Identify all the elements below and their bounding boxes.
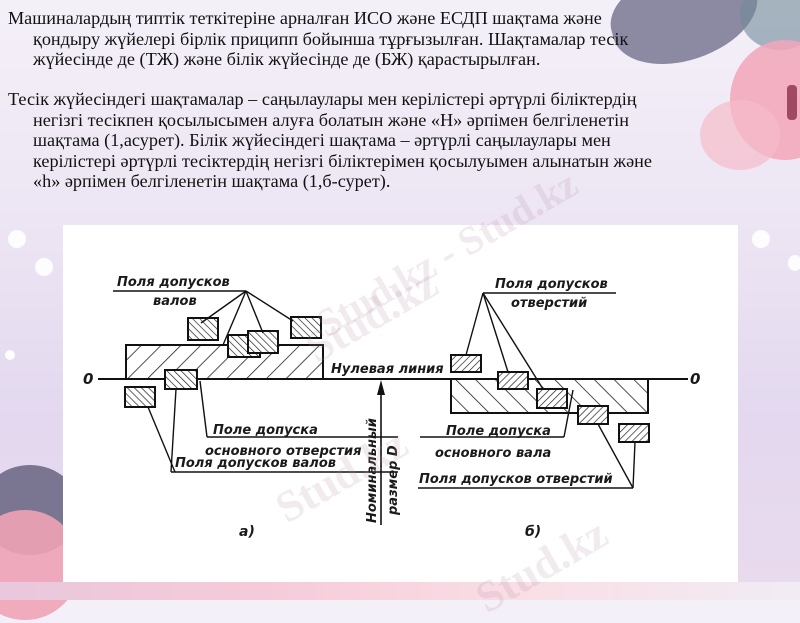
shaft-fields-label-top-2: валов <box>153 294 197 309</box>
paragraph-line: шақтама (1,асурет). Білік жүйесіндегі ша… <box>33 130 611 150</box>
caption-a: а) <box>239 524 255 540</box>
paragraph-line: негізгі тесікпен қосылысымен алуға болат… <box>33 109 629 130</box>
hole-fields-label-top-2: отверстий <box>511 296 587 311</box>
bottom-band-decoration <box>0 582 800 600</box>
nominal-size-label-2: размер D <box>386 445 401 516</box>
basic-shaft-label-2: основного вала <box>435 446 551 461</box>
shaft-field <box>164 369 198 390</box>
dot-decoration <box>5 350 15 360</box>
nominal-size-label-1: Номинальный <box>365 418 380 523</box>
paragraph-line: Машиналардың типтік теткітеріне арналған… <box>8 8 602 28</box>
zero-line-label: Нулевая линия <box>331 362 444 377</box>
zero-label-a: 0 <box>83 370 93 388</box>
hole-field <box>497 371 529 390</box>
basic-hole-field <box>125 344 324 380</box>
shaft-field <box>247 330 279 354</box>
paragraph-line: жүйесінде де (ТЖ) және білік жүйесінде д… <box>33 49 541 69</box>
caption-b: б) <box>525 524 541 540</box>
dot-decoration <box>752 230 770 248</box>
basic-shaft-label-1: Поле допуска <box>446 424 551 439</box>
shaft-fields-label-bottom: Поля допусков валов <box>175 456 336 471</box>
hole-field <box>536 388 568 409</box>
diagram-part-b: 0 Поля допусков отверстий Поле допуска <box>418 277 700 540</box>
dot-decoration <box>35 258 53 276</box>
hole-fields-label-top: Поля допусков <box>495 277 608 292</box>
paragraph-line: «һ» әрпімен белгіленетін шақтама (1,б-су… <box>33 171 391 191</box>
shaft-field <box>290 316 322 339</box>
dot-decoration <box>788 255 800 271</box>
paragraph-system-overview: Машиналардың типтік теткітеріне арналған… <box>8 8 788 70</box>
hole-field <box>450 354 482 373</box>
basic-hole-label-2: основного отверстия <box>205 444 361 459</box>
shaft-field <box>124 386 156 408</box>
tolerance-fields-figure: 0 Поля допусков валов Нулевая линия <box>63 225 738 582</box>
shaft-field <box>187 317 219 341</box>
zero-label-b: 0 <box>690 370 700 388</box>
flower-center-decoration <box>787 85 797 120</box>
paragraph-line: керілістері әртүрлі тесіктердің негізгі … <box>33 150 652 171</box>
hole-field <box>577 405 609 425</box>
hole-field <box>618 423 650 443</box>
dot-decoration <box>8 230 26 248</box>
basic-hole-label-1: Поле допуска <box>213 423 318 438</box>
diagram-part-a: 0 Поля допусков валов Нулевая линия <box>83 275 688 540</box>
shaft-fields-label-top: Поля допусков <box>117 275 230 290</box>
hole-fields-label-bottom: Поля допусков отверстий <box>419 472 613 487</box>
paragraph-hole-shaft-systems: Тесік жүйесіндегі шақтамалар – саңылаула… <box>8 89 788 192</box>
paragraph-line: қондыру жүйелері бірлік приципп бойынша … <box>33 28 629 49</box>
tolerance-diagram: 0 Поля допусков валов Нулевая линия <box>83 275 700 540</box>
paragraph-line: Тесік жүйесіндегі шақтамалар – саңылаула… <box>8 89 637 109</box>
